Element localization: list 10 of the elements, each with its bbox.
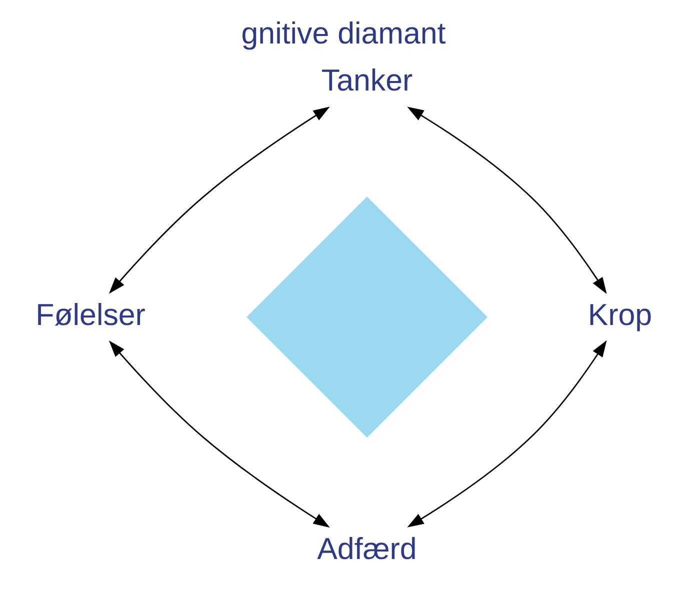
arrow — [108, 106, 330, 294]
arrow — [406, 340, 606, 528]
node-text: Krop — [587, 298, 652, 332]
node-text: Adfærd — [316, 532, 416, 566]
arrow — [108, 340, 330, 528]
arrow — [406, 106, 606, 294]
diagram-title: gnitive diamant — [240, 16, 446, 51]
node-text: Følelser — [35, 298, 145, 332]
node-diamond — [246, 196, 488, 438]
node-text: Tanker — [320, 64, 412, 98]
